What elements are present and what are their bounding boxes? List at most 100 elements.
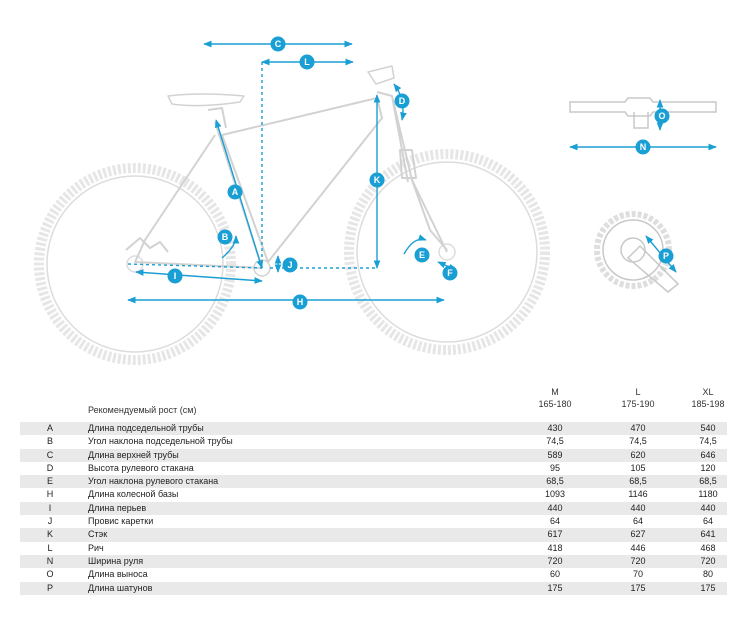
svg-text:A: A <box>232 187 239 197</box>
table-row: C Длина верхней трубы 589 620 646 <box>20 448 727 462</box>
row-m: 418 <box>547 542 563 553</box>
row-m: 589 <box>547 449 563 460</box>
row-m: 60 <box>549 569 560 580</box>
svg-text:L: L <box>304 57 310 67</box>
row-name: Рич <box>88 542 104 553</box>
row-name: Высота рулевого стакана <box>88 462 194 473</box>
svg-text:K: K <box>374 175 381 185</box>
recommended-l: 175-190 <box>621 399 655 409</box>
row-m: 617 <box>547 529 563 540</box>
row-name: Угол наклона рулевого стакана <box>88 476 219 487</box>
row-code: L <box>47 542 53 553</box>
row-code: C <box>46 449 54 460</box>
row-code: O <box>46 569 54 580</box>
row-code: D <box>46 462 54 473</box>
row-l: 70 <box>632 569 643 580</box>
row-name: Ширина руля <box>88 555 144 566</box>
row-code: K <box>46 529 53 540</box>
table-row: L Рич 418 446 468 <box>20 542 727 555</box>
size-l: L <box>635 387 641 397</box>
label-A: A <box>227 184 243 200</box>
row-code: J <box>47 516 53 527</box>
row-m: 430 <box>547 423 563 433</box>
row-xl: 80 <box>702 569 713 580</box>
row-l: 720 <box>630 555 646 566</box>
row-m: 720 <box>547 555 563 566</box>
svg-text:E: E <box>419 250 425 260</box>
row-xl: 468 <box>700 542 716 553</box>
row-l: 446 <box>630 542 646 553</box>
row-l: 74,5 <box>629 436 647 447</box>
row-m: 64 <box>549 516 560 527</box>
geometry-table: M L XL Рекомендуемый рост (см) 165-180 1… <box>20 386 727 595</box>
label-K: K <box>369 172 385 188</box>
row-m: 1093 <box>544 489 566 500</box>
row-xl: 540 <box>700 423 716 433</box>
row-m: 175 <box>547 582 563 593</box>
svg-text:H: H <box>297 297 304 307</box>
row-code: I <box>48 502 52 513</box>
handlebar-drawing <box>569 97 717 129</box>
recommended-m: 165-180 <box>538 399 572 409</box>
row-name: Длина подседельной трубы <box>88 423 204 433</box>
svg-text:I: I <box>174 271 177 281</box>
row-xl: 440 <box>700 502 716 513</box>
row-name: Длина выноса <box>88 569 148 580</box>
row-xl: 175 <box>700 582 716 593</box>
row-xl: 641 <box>700 529 716 540</box>
front-wheel <box>344 149 550 355</box>
row-m: 440 <box>547 502 563 513</box>
row-name: Провис каретки <box>88 516 154 527</box>
svg-text:J: J <box>287 260 292 270</box>
table-row: O Длина выноса 60 70 80 <box>20 568 727 581</box>
row-name: Длина колесной базы <box>88 489 179 500</box>
size-m: M <box>551 387 559 397</box>
recommended-xl: 185-198 <box>691 399 725 409</box>
row-m: 74,5 <box>546 436 564 447</box>
row-xl: 646 <box>700 449 716 460</box>
row-l: 64 <box>632 516 643 527</box>
recommended-height-row: Рекомендуемый рост (см) 165-180 175-190 … <box>20 399 727 422</box>
label-N: N <box>635 139 651 155</box>
row-code: H <box>46 489 54 500</box>
row-l: 620 <box>630 449 646 460</box>
label-J: J <box>282 257 298 273</box>
size-xl: XL <box>702 387 714 397</box>
row-m: 95 <box>549 462 560 473</box>
row-l: 470 <box>630 423 646 433</box>
row-xl: 74,5 <box>699 436 717 447</box>
svg-text:P: P <box>663 251 669 261</box>
row-name: Длина верхней трубы <box>88 449 179 460</box>
row-l: 627 <box>630 529 646 540</box>
row-name: Длина перьев <box>88 502 147 513</box>
size-header-row: M L XL <box>20 386 727 399</box>
svg-text:D: D <box>399 96 406 106</box>
svg-text:B: B <box>222 232 229 242</box>
row-xl: 120 <box>700 462 716 473</box>
label-P: P <box>658 248 674 264</box>
row-xl: 64 <box>702 516 713 527</box>
row-xl: 68,5 <box>699 476 717 487</box>
row-name: Стэк <box>88 529 108 540</box>
row-l: 440 <box>630 502 646 513</box>
label-F: F <box>442 265 458 281</box>
row-code: B <box>46 436 53 447</box>
table-row: I Длина перьев 440 440 440 <box>20 501 727 516</box>
row-l: 105 <box>630 462 646 473</box>
table-row: K Стэк 617 627 641 <box>20 528 727 542</box>
label-E: E <box>414 247 430 263</box>
bike-geometry-diagram: C L D K A B J I H E F O N P <box>34 36 717 365</box>
label-H: H <box>292 294 308 310</box>
label-I: I <box>167 268 183 284</box>
row-name: Длина шатунов <box>88 582 153 593</box>
svg-text:O: O <box>658 111 665 121</box>
recommended-label: Рекомендуемый рост (см) <box>88 405 197 415</box>
row-m: 68,5 <box>546 476 564 487</box>
